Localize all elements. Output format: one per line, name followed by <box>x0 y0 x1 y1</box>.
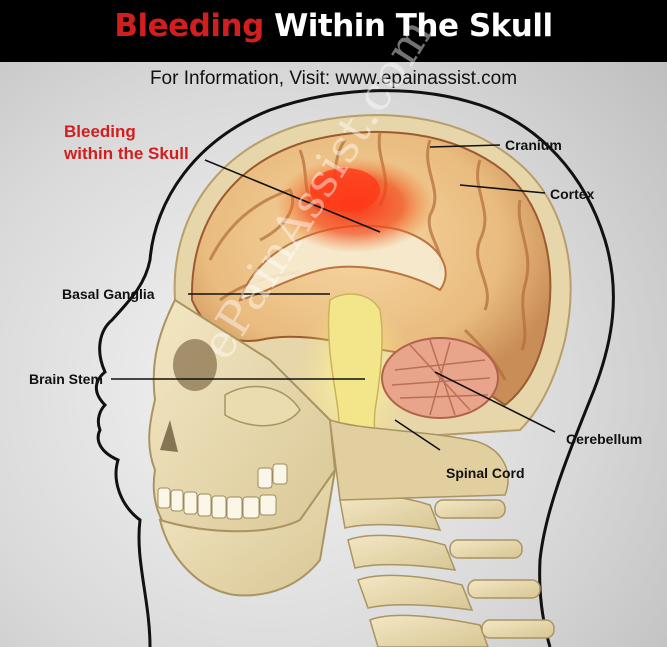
label-bleeding-line1: Bleeding <box>64 121 189 143</box>
label-cranium: Cranium <box>505 137 562 153</box>
page-title: Bleeding Within The Skull <box>0 8 667 44</box>
label-cerebellum: Cerebellum <box>566 431 642 447</box>
info-line: For Information, Visit: www.epainassist.… <box>0 68 667 90</box>
title-highlight: Bleeding <box>114 8 263 44</box>
label-cortex: Cortex <box>550 186 594 202</box>
label-brain-stem: Brain Stem <box>29 371 103 387</box>
label-bleeding: Bleeding within the Skull <box>64 121 189 165</box>
cervical-spine <box>340 495 554 647</box>
label-basal-ganglia: Basal Ganglia <box>62 286 155 302</box>
label-spinal-cord: Spinal Cord <box>446 465 525 481</box>
header-bar: Bleeding Within The Skull <box>0 0 667 62</box>
label-bleeding-line2: within the Skull <box>64 143 189 165</box>
